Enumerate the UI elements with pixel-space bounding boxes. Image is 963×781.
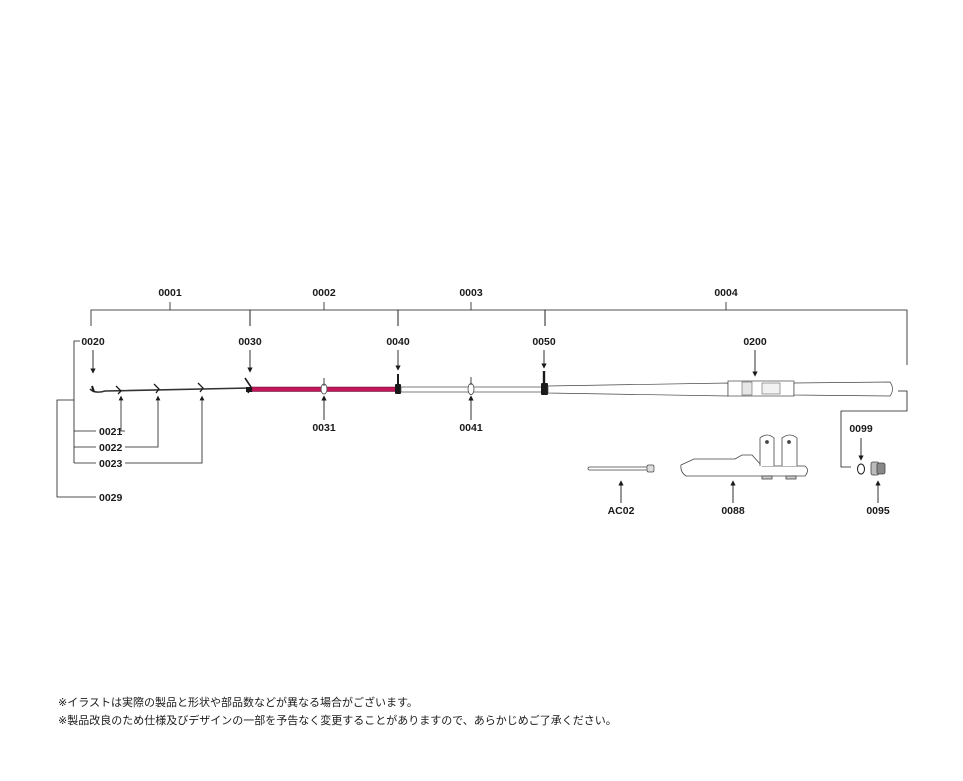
part-0099-ring bbox=[857, 463, 865, 475]
part-ac02 bbox=[587, 464, 655, 473]
leader-0029 bbox=[56, 399, 96, 498]
rod-section-0004 bbox=[547, 382, 729, 397]
leader-0023-arrow bbox=[125, 395, 205, 464]
label-0029: 0029 bbox=[99, 492, 123, 504]
label-0023: 0023 bbox=[99, 458, 123, 470]
ferrule-0030 bbox=[246, 387, 252, 392]
guide-0021 bbox=[115, 385, 122, 395]
label-ac02: AC02 bbox=[608, 505, 635, 517]
part-0095-cap bbox=[870, 461, 886, 476]
top-arrows bbox=[90, 350, 758, 377]
ferrule-0040 bbox=[395, 384, 401, 394]
ferrule-0050 bbox=[541, 383, 548, 395]
label-0041: 0041 bbox=[459, 422, 483, 434]
label-0099: 0099 bbox=[849, 423, 873, 435]
guide-0023 bbox=[197, 382, 204, 393]
guide-0041 bbox=[467, 383, 475, 395]
guide-0022 bbox=[153, 383, 160, 394]
label-0021: 0021 bbox=[99, 426, 123, 438]
reel-seat-body bbox=[761, 382, 781, 395]
label-0088: 0088 bbox=[721, 505, 745, 517]
label-0200: 0200 bbox=[743, 336, 767, 348]
rod-tip-section bbox=[89, 387, 251, 393]
label-0020: 0020 bbox=[81, 336, 105, 348]
leader-0020 bbox=[73, 340, 80, 463]
label-0031: 0031 bbox=[312, 422, 336, 434]
left-leaders bbox=[56, 340, 205, 498]
bracket-0003 bbox=[397, 302, 546, 326]
bracket-0001 bbox=[90, 302, 251, 326]
bracket-0004-extension bbox=[840, 390, 908, 468]
reel-seat-0200 bbox=[727, 380, 795, 397]
rod-grip bbox=[793, 381, 893, 397]
part-0088 bbox=[680, 434, 808, 480]
leader-0022-arrow bbox=[125, 395, 161, 448]
label-0001: 0001 bbox=[158, 287, 182, 299]
label-0095: 0095 bbox=[866, 505, 890, 517]
bracket-0004 bbox=[544, 302, 908, 365]
label-0050: 0050 bbox=[532, 336, 556, 348]
label-0002: 0002 bbox=[312, 287, 336, 299]
bracket-0002 bbox=[249, 302, 399, 326]
leader-0021-arrow bbox=[118, 395, 125, 432]
label-0004: 0004 bbox=[714, 287, 738, 299]
label-0003: 0003 bbox=[459, 287, 483, 299]
tip-top-guide bbox=[91, 385, 95, 393]
label-0040: 0040 bbox=[386, 336, 410, 348]
label-0022: 0022 bbox=[99, 442, 123, 454]
section-brackets bbox=[90, 302, 908, 365]
label-0030: 0030 bbox=[238, 336, 262, 348]
reel-seat-hood bbox=[741, 381, 753, 396]
disclaimer-illustration: ※イラストは実際の製品と形状や部品数などが異なる場合がございます。 bbox=[58, 696, 418, 709]
rod bbox=[89, 371, 893, 397]
disclaimer-spec-change: ※製品改良のため仕様及びデザインの一部を予告なく変更することがありますので、あら… bbox=[58, 714, 617, 727]
